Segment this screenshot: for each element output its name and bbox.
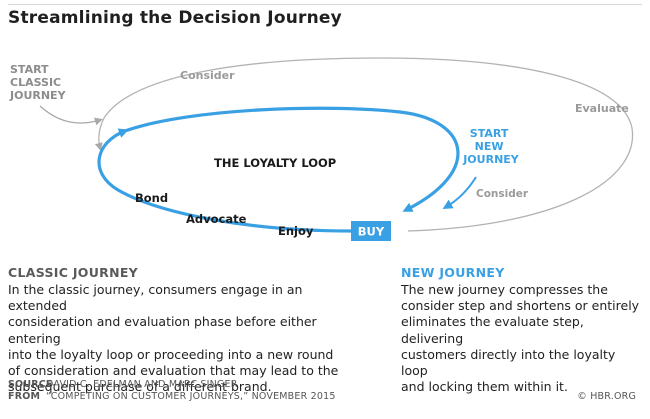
- classic-journey-text: In the classic journey, consumers engage…: [8, 282, 358, 395]
- loyalty-loop-path: [97, 128, 353, 233]
- new-line: and locking them within it.: [401, 379, 568, 395]
- classic-line: consideration and evaluation phase befor…: [8, 314, 317, 346]
- start-new-arrow: [442, 176, 477, 210]
- footer-from: FROM “COMPETING ON CUSTOMER JOURNEYS,” NO…: [8, 391, 336, 402]
- new-line: consider step and shortens or entirely: [401, 298, 640, 314]
- new-line: The new journey compresses the: [401, 282, 608, 297]
- enjoy-label: Enjoy: [278, 224, 314, 238]
- advocate-label: Advocate: [186, 212, 247, 226]
- copyright: © HBR.ORG: [577, 391, 636, 402]
- footer-source: SOURCEDAVID C. EDELMAN AND MARC SINGER: [8, 379, 238, 390]
- loyalty-loop-upper: [124, 106, 460, 212]
- source-text: DAVID C. EDELMAN AND MARC SINGER: [46, 379, 238, 390]
- start-classic-label: START CLASSIC JOURNEY: [9, 63, 67, 102]
- new-line: customers directly into the loyalty loop: [401, 346, 616, 379]
- consider-classic-label: Consider: [180, 69, 235, 82]
- classic-line: In the classic journey, consumers engage…: [8, 282, 303, 314]
- start-classic-arrow: [39, 105, 103, 126]
- bond-label: Bond: [135, 191, 168, 205]
- from-key: FROM: [8, 391, 41, 402]
- new-line: eliminates the evaluate step, delivering: [401, 314, 584, 346]
- new-journey-text: The new journey compresses the consider …: [401, 282, 641, 395]
- consider-new-label: Consider: [476, 188, 529, 200]
- classic-journey-heading: CLASSIC JOURNEY: [8, 265, 139, 280]
- buy-label: BUY: [358, 225, 385, 239]
- from-text: “COMPETING ON CUSTOMER JOURNEYS,” NOVEMB…: [46, 391, 336, 402]
- figure-title: Streamlining the Decision Journey: [8, 8, 342, 28]
- classic-line: subsequent purchase of a different brand…: [8, 379, 272, 395]
- source-key: SOURCE: [8, 379, 53, 390]
- decision-journey-diagram: BUY START CLASSIC JOURNEY Consider Evalu…: [9, 57, 634, 241]
- classic-line: into the loyalty loop or proceeding into…: [8, 346, 334, 362]
- classic-journey-path: [94, 57, 634, 232]
- new-journey-heading: NEW JOURNEY: [401, 265, 505, 280]
- top-rule: [8, 4, 642, 5]
- start-new-label: START NEW JOURNEY: [462, 127, 520, 166]
- buy-box: [351, 221, 391, 241]
- evaluate-label: Evaluate: [575, 102, 629, 115]
- loyalty-loop-label: THE LOYALTY LOOP: [214, 156, 336, 170]
- classic-line: of consideration and evaluation that may…: [8, 363, 339, 379]
